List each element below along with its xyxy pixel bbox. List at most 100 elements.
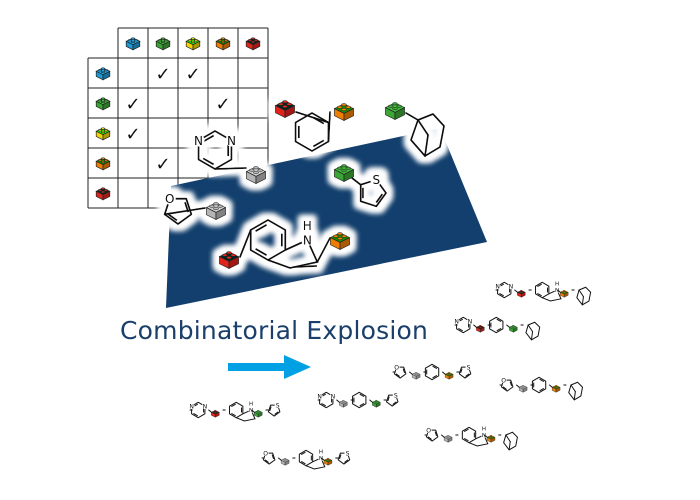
bond [573,391,576,401]
orange-brick-icon [444,372,454,380]
pyrrole-ring [468,434,489,447]
check-mark: ✓ [215,94,230,115]
sulfur-label: S [276,402,280,409]
orange-brick-icon [323,458,333,466]
green-brick-icon [333,164,355,183]
bond [527,324,534,333]
check-mark: ✓ [125,94,140,115]
bond [405,112,419,121]
blue-brick-icon [95,67,111,81]
benzene-ring [352,391,367,409]
nitrogen-label: N [194,134,203,148]
thiophene-ring [337,452,351,465]
nitrogen-label: N [319,456,323,462]
check-mark: ✓ [125,124,140,145]
green-brick-icon [155,37,171,51]
bond [239,229,252,258]
pyrimidine-block: NN [192,130,267,185]
bond [293,265,318,268]
green-brick-icon [95,97,111,111]
bond [441,434,445,438]
check-mark: ✓ [155,154,170,175]
benzene-ring [229,401,244,419]
bond [336,399,340,403]
bond [508,441,511,451]
red-brick-icon [475,325,485,333]
phenyl-block [274,100,355,152]
nitrogen-label: N [555,288,559,294]
oxygen-label: O [394,364,399,371]
orange-brick-icon [329,232,351,251]
bicyclic-ring [576,286,592,306]
hydrogen-label: H [303,219,312,233]
bicyclic-ring [525,321,541,341]
pyrrole-ring [236,409,256,422]
furan-ring [500,379,514,392]
nitrogen-label: N [468,318,473,325]
bond [530,331,534,341]
bond [278,457,282,461]
nitrogen-label: N [509,283,514,290]
bond [327,111,331,143]
bond [351,177,362,186]
bicyclic-ring [503,431,518,451]
thiophene-ring [458,366,472,379]
red-brick-icon [95,187,111,201]
bond [214,167,247,170]
grey-brick-icon [443,435,453,443]
explosion-arrow [228,355,311,379]
nitrogen-label: N [189,403,194,410]
nitrogen-label: N [331,393,336,400]
green-brick-icon [508,325,518,333]
bond [295,111,330,124]
product-2: NN [453,316,541,341]
benzene-ring [424,363,440,381]
bond [442,371,446,375]
benzene-ring [298,449,314,467]
nitrogen-label: N [203,403,208,410]
bond [409,371,413,375]
thiophene-block: S [333,164,387,208]
red-brick-icon [516,290,526,298]
furan-ring [393,366,407,379]
pyrrole-ring [542,289,562,302]
oxygen-label: O [165,192,174,206]
thiophene-ring [267,404,281,417]
bond [506,324,510,328]
bond [549,384,553,388]
benzene-ring [535,281,550,299]
bicyclic-ring [410,113,445,157]
green-brick-icon [253,410,263,418]
sulfur-label: S [467,364,471,371]
indole-block: NH [218,219,351,270]
bond [316,237,331,263]
bond [251,409,255,413]
orange-brick-icon [333,103,355,122]
orange-brick-icon [559,290,569,298]
benzene-ring [461,426,477,444]
bond [424,134,429,157]
thiophene-ring [386,394,399,407]
sulfur-label: S [373,173,381,187]
caption-combinatorial-explosion: Combinatorial Explosion [120,316,429,345]
furan-ring [425,429,439,442]
thiophene-ring [359,178,387,208]
bond [514,289,518,293]
pyrimidine-ring [197,130,233,170]
bond [578,289,584,298]
green-brick-icon [384,102,406,121]
nitrogen-label: N [454,318,459,325]
bond [505,434,511,443]
hydrogen-label: H [555,282,559,288]
grey-brick-icon [411,372,421,380]
bond [208,409,212,413]
oxygen-label: O [501,377,506,384]
sulfur-label: S [346,450,350,457]
red-brick-icon [245,37,261,51]
nitrogen-label: N [317,393,322,400]
